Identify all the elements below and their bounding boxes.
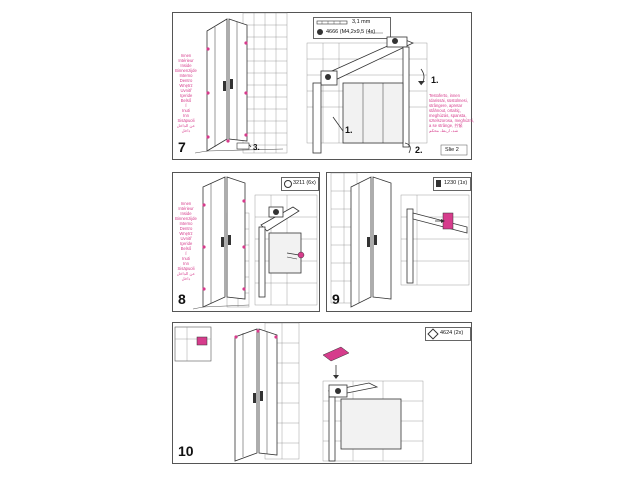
inside-warning-text: Innen Intérieur Inside Binnenzijde Inter… — [175, 201, 197, 281]
panel-step-10: 10 4624 (2x) — [172, 322, 472, 464]
inside-warning-text: Innen Intérieur Inside Binnenzijde Inter… — [175, 53, 197, 133]
step-number: 10 — [178, 443, 194, 459]
assembly-illustration-9 — [330, 172, 470, 308]
clip-icon — [436, 180, 441, 187]
part-label: 4624 (2x) — [440, 330, 464, 336]
part-label: 4666 (M4,2x9,5 (4x) — [326, 29, 376, 35]
callout-1: 1. — [431, 75, 439, 85]
screw-bit-icon — [316, 20, 348, 35]
parts-legend: 4624 (2x) — [425, 327, 471, 341]
step-number: 9 — [332, 291, 340, 307]
panel-step-9: 9 1230 (1x) — [326, 172, 472, 312]
assembly-illustration-8 — [192, 176, 318, 310]
parts-legend: 3,1 mm 4666 (M4,2x9,5 (4x) — [313, 17, 391, 39]
parts-legend: 1230 (1x) — [433, 177, 471, 191]
part-label: 1230 (1x) — [444, 180, 468, 186]
tighten-warning-text: Testoferto, innen Idarissäi, süstülmesi,… — [429, 93, 474, 133]
step-number: 8 — [178, 291, 186, 307]
panel-step-8: 8 Innen Intérieur Inside Binnenzijde Int… — [172, 172, 320, 312]
side-tag: Slie 2 — [445, 147, 459, 153]
assembly-illustration-10 — [174, 322, 424, 462]
assembly-illustration-7: 3. 1. 1. 2. — [194, 12, 468, 156]
step-number: 7 — [178, 139, 186, 155]
panel-step-7: 7 Innen Intérieur Inside Binnenzijde Int… — [172, 12, 474, 160]
callout-1b: 1. — [345, 125, 353, 135]
part-label: 3,1 mm — [352, 19, 371, 25]
cap-icon — [284, 180, 292, 188]
callout-2: 2. — [415, 145, 423, 155]
parts-legend: 3211 (6x) — [281, 177, 319, 191]
part-label: 3211 (6x) — [293, 180, 316, 186]
callout-3: 3. — [253, 143, 260, 152]
